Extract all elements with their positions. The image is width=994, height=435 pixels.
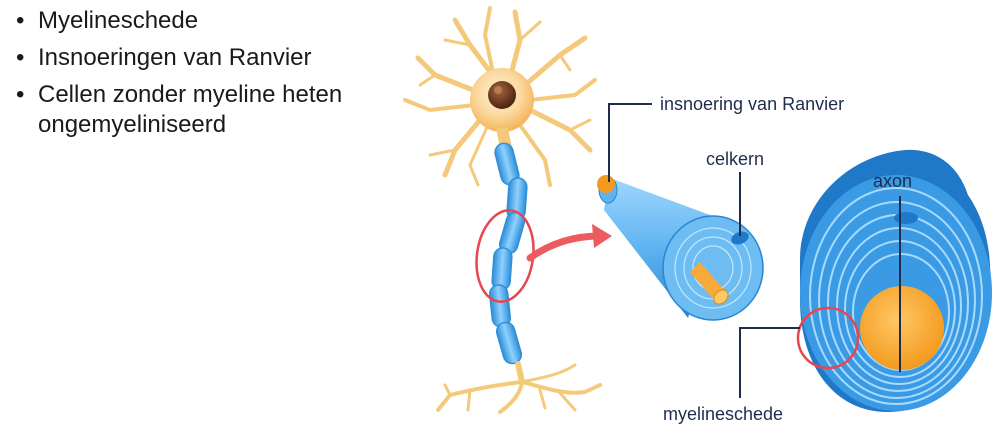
label-axon: axon [873,171,912,191]
zoomed-nucleus [731,231,749,245]
label-myelin: myelineschede [663,404,783,424]
myelin-segments [488,142,528,365]
zoomed-segment [598,176,764,321]
ranvier-node [597,175,615,193]
cross-section-nucleus [894,212,918,224]
bullet-item: • Insnoeringen van Ranvier [14,43,414,73]
cell-nucleus [488,81,516,109]
axon-terminals [436,361,602,414]
axon-hillock [496,128,512,148]
sheath-highlight-circle [796,306,860,370]
bullet-dot: • [16,81,25,108]
bullet-dot: • [16,44,25,71]
dendrites [403,6,597,187]
arrow-head [592,224,612,248]
zoom-arrow [526,232,604,262]
myelin-cross-section [800,149,992,412]
bullet-text: Cellen zonder myeline heten ongemyelinis… [38,81,343,138]
myelin-leader-line [739,327,800,398]
ranvier-leader-line [608,103,652,182]
cross-section-axon [860,286,944,370]
label-nucleus: celkern [706,149,764,169]
bullet-list: • Myelineschede • Insnoeringen van Ranvier… [14,6,414,147]
bullet-dot: • [16,7,25,34]
bullet-text: Myelineschede [38,7,199,34]
bullet-item: • Cellen zonder myeline heten ongemyelini… [14,80,414,140]
nucleolus [494,86,502,94]
bullet-text: Insnoeringen van Ranvier [38,44,312,71]
label-ranvier: insnoering van Ranvier [660,94,844,114]
bullet-item: • Myelineschede [14,6,414,36]
